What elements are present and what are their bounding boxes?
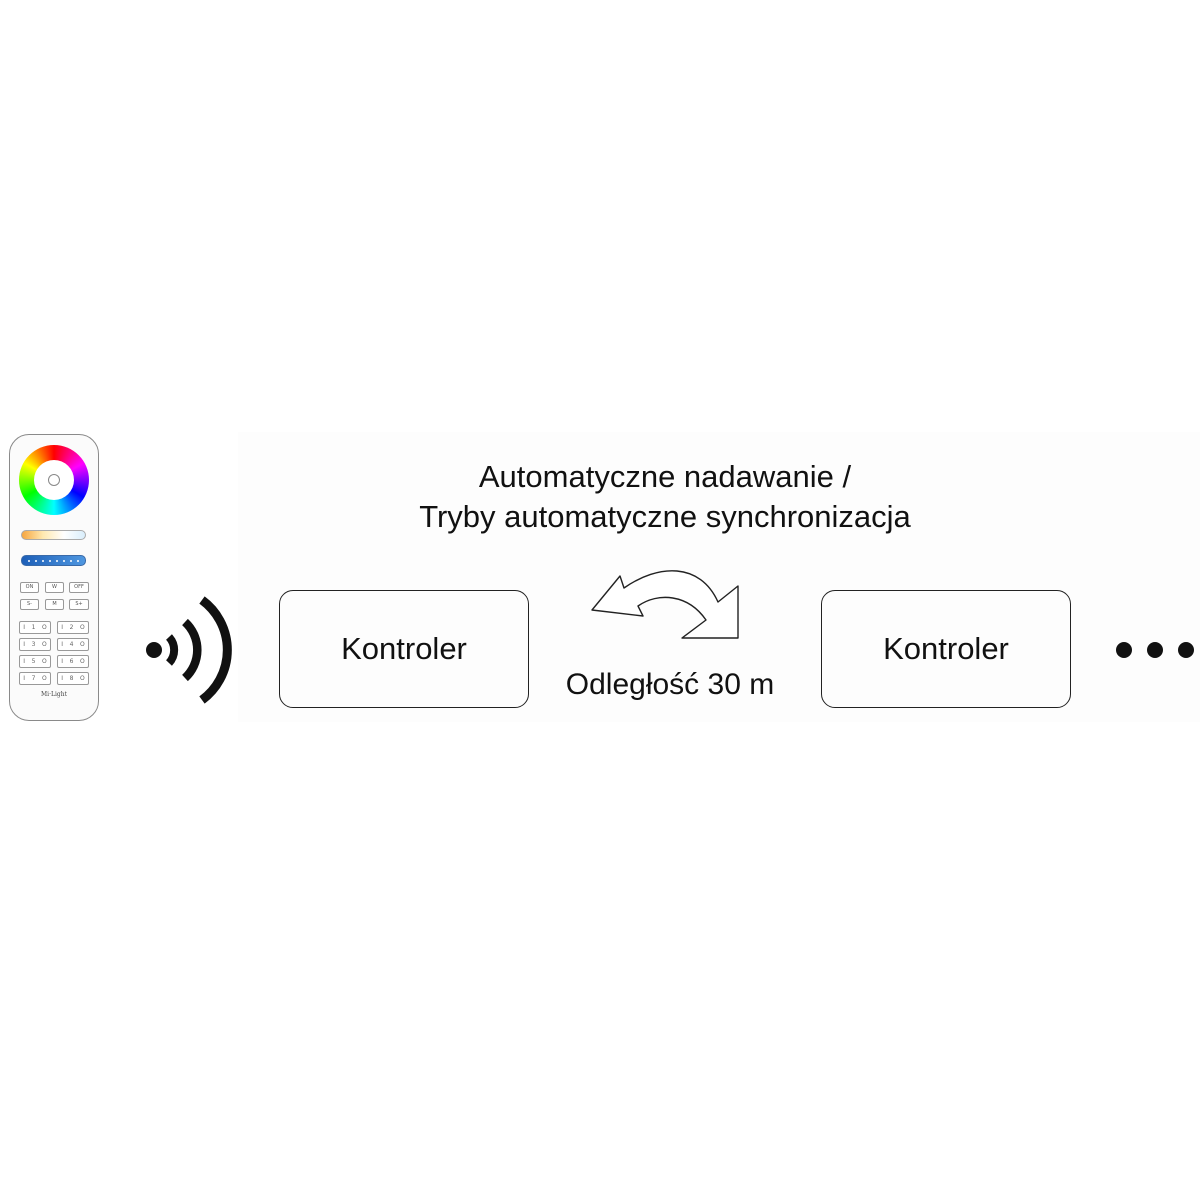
remote-button-speed-down: S- (20, 599, 39, 610)
title-line-1: Automatyczne nadawanie / (478, 459, 852, 494)
curved-arrow-icon (591, 570, 739, 639)
title-line-2: Tryby automatyczne synchronizacja (419, 499, 911, 534)
remote-button-speed-up: S+ (69, 599, 89, 610)
wheel-center-button (48, 474, 60, 486)
color-temperature-slider (21, 530, 86, 540)
remote-button-off: OFF (69, 582, 89, 593)
diagram-title: Automatyczne nadawanie / Tryby automatyc… (330, 457, 1000, 537)
remote-button-mode: M (45, 599, 64, 610)
controller-box-2: Kontroler (821, 590, 1071, 708)
distance-label: Odległość 30 m (565, 668, 775, 701)
diagram-panel (238, 432, 1200, 722)
wireless-signal-icon (146, 596, 232, 704)
ellipsis-icon (1116, 642, 1194, 658)
remote-button-on: ON (20, 582, 39, 593)
color-wheel (19, 445, 89, 515)
brightness-slider (21, 555, 86, 566)
remote-brand-logo: Mi·Light (41, 691, 67, 698)
remote-button-w: W (45, 582, 64, 593)
controller-box-1: Kontroler (279, 590, 529, 708)
